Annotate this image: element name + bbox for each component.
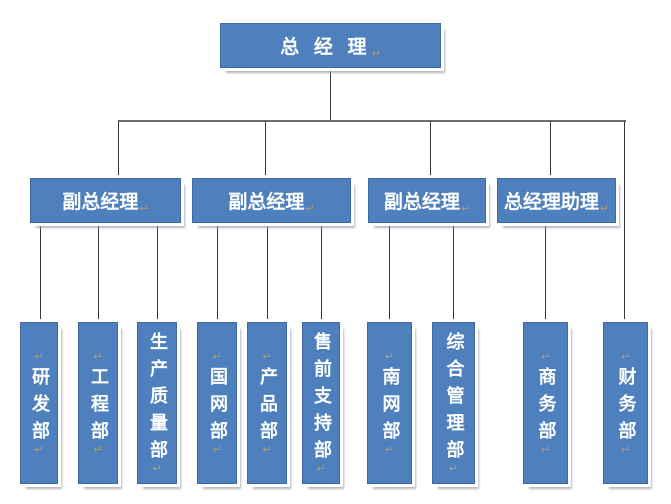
paragraph-return-mark: ↵ bbox=[93, 350, 103, 363]
node-dept-engineering[interactable]: ↵ 工程部 ↵ bbox=[78, 322, 118, 484]
node-deputy-gm-3[interactable]: 副总经理 ↵ bbox=[368, 178, 486, 223]
connector-bus-drop-3 bbox=[430, 121, 431, 183]
node-label: 财务部 bbox=[615, 367, 637, 448]
paragraph-return-mark: ↵ bbox=[371, 47, 381, 60]
node-deputy-gm-1[interactable]: 副总经理 ↵ bbox=[30, 178, 181, 223]
node-dept-state-grid[interactable]: ↵ 国网部 ↵ bbox=[197, 322, 237, 484]
node-dept-southern-grid[interactable]: ↵ 南网部 ↵ bbox=[367, 322, 412, 484]
node-label: 副总经理 bbox=[383, 191, 460, 213]
paragraph-return-mark: ↵ bbox=[212, 443, 222, 456]
paragraph-return-mark: ↵ bbox=[152, 462, 162, 475]
node-deputy-gm-2[interactable]: 副总经理 ↵ bbox=[192, 178, 351, 223]
paragraph-return-mark: ↵ bbox=[212, 350, 222, 363]
connector-dept-drop-7 bbox=[389, 226, 390, 330]
node-label: 国网部 bbox=[207, 367, 228, 448]
paragraph-return-mark: ↵ bbox=[540, 350, 551, 363]
node-dept-business[interactable]: ↵ 商务部 ↵ bbox=[523, 322, 568, 484]
node-label: 综合管理部 bbox=[443, 332, 465, 467]
connector-dept-drop-3 bbox=[157, 226, 158, 330]
node-label: 副总经理 bbox=[228, 191, 305, 213]
connector-dept-drop-1 bbox=[40, 226, 41, 330]
node-dept-rnd[interactable]: ↵ 研发部 ↵ bbox=[20, 322, 58, 484]
paragraph-return-mark: ↵ bbox=[448, 462, 459, 475]
node-label: 总经理助理 bbox=[503, 191, 599, 213]
node-label: 售前支持部 bbox=[311, 332, 332, 467]
paragraph-return-mark: ↵ bbox=[305, 202, 315, 215]
paragraph-return-mark: ↵ bbox=[262, 443, 272, 456]
paragraph-return-mark: ↵ bbox=[34, 443, 44, 456]
paragraph-return-mark: ↵ bbox=[316, 462, 326, 475]
connector-bus-drop-1 bbox=[118, 121, 119, 183]
paragraph-return-mark: ↵ bbox=[34, 350, 44, 363]
connector-dept-drop-6 bbox=[321, 226, 322, 330]
connector-dept-drop-8 bbox=[453, 226, 454, 330]
paragraph-return-mark: ↵ bbox=[460, 202, 471, 215]
node-dept-general-admin[interactable]: ↵ 综合管理部 ↵ bbox=[432, 322, 475, 484]
node-gm-assistant[interactable]: 总经理助理 ↵ bbox=[497, 178, 616, 223]
paragraph-return-mark: ↵ bbox=[620, 443, 631, 456]
node-label: 总 经 理 bbox=[280, 36, 371, 58]
paragraph-return-mark: ↵ bbox=[139, 202, 149, 215]
node-general-manager[interactable]: 总 经 理 ↵ bbox=[220, 23, 441, 68]
node-label: 产品部 bbox=[257, 367, 278, 448]
connector-root-drop bbox=[330, 64, 331, 122]
connector-dept-drop-5 bbox=[267, 226, 268, 330]
node-label: 商务部 bbox=[535, 367, 557, 448]
paragraph-return-mark: ↵ bbox=[262, 350, 272, 363]
node-label: 南网部 bbox=[379, 367, 401, 448]
node-dept-presales-support[interactable]: ↵ 售前支持部 ↵ bbox=[302, 322, 340, 484]
paragraph-return-mark: ↵ bbox=[384, 443, 395, 456]
node-dept-production-quality[interactable]: ↵ 生产质量部 ↵ bbox=[137, 322, 177, 484]
node-label: 工程部 bbox=[88, 367, 109, 448]
node-label: 研发部 bbox=[29, 367, 50, 448]
connector-bus-drop-4 bbox=[550, 121, 551, 183]
connector-dept-drop-9 bbox=[545, 226, 546, 330]
paragraph-return-mark: ↵ bbox=[599, 202, 610, 215]
connector-dept-drop-4 bbox=[217, 226, 218, 330]
node-dept-finance[interactable]: ↵ 财务部 ↵ bbox=[603, 322, 648, 484]
paragraph-return-mark: ↵ bbox=[384, 350, 395, 363]
node-label: 副总经理 bbox=[62, 191, 139, 213]
connector-dept-drop-2 bbox=[98, 226, 99, 330]
paragraph-return-mark: ↵ bbox=[93, 443, 103, 456]
paragraph-return-mark: ↵ bbox=[620, 350, 631, 363]
connector-finance-drop bbox=[624, 121, 625, 331]
node-dept-product[interactable]: ↵ 产品部 ↵ bbox=[247, 322, 287, 484]
node-label: 生产质量部 bbox=[147, 332, 168, 467]
connector-bus-drop-2 bbox=[265, 121, 266, 183]
connector-bus bbox=[118, 120, 626, 122]
paragraph-return-mark: ↵ bbox=[540, 443, 551, 456]
